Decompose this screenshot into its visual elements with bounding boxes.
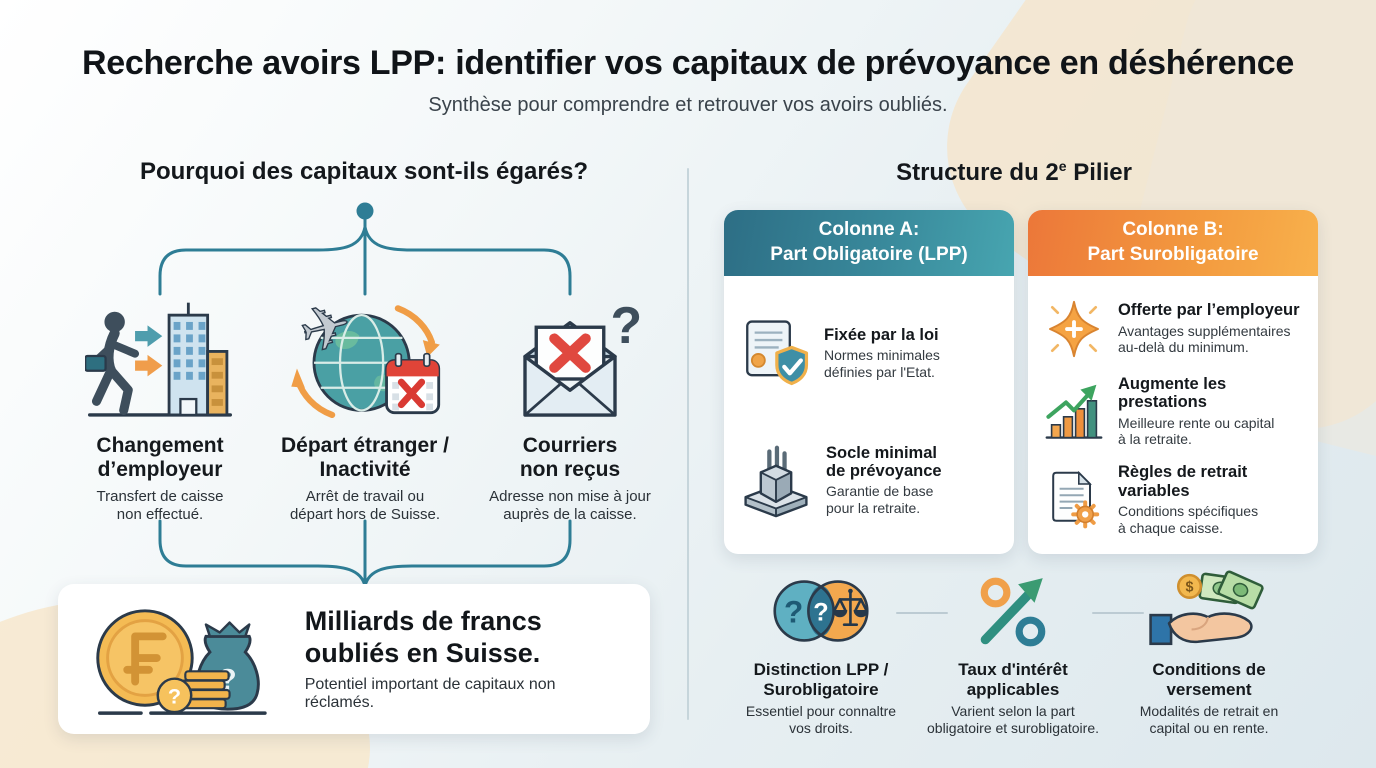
item-title: Fixée par la loi (824, 325, 939, 344)
cause-title: Changement d’employeur (96, 434, 224, 481)
result-desc: Potentiel important de capitaux non récl… (304, 675, 556, 711)
document-gear-icon (1052, 470, 1100, 529)
causes-heading: Pourquoi des capitaux sont-ils égarés? (139, 158, 589, 185)
franc-coins-moneybag-icon: ? ? (96, 609, 267, 715)
result-card: ? ? Milliards de francs oubliés en Suiss… (58, 584, 650, 734)
column-a-item-loi: Fixée par la loi Normes minimales défini… (738, 316, 1000, 390)
superscript-e: e (1058, 158, 1067, 174)
item-desc: Conditions spécifiques à chaque caisse. (1118, 503, 1259, 536)
cause-item-changement-employeur: Changement d’employeur Transfert de cais… (58, 292, 262, 524)
column-a-body: Fixée par la loi Normes minimales défini… (724, 276, 1014, 554)
column-a-item-socle: Socle minimal de prévoyance Garantie de … (738, 442, 1000, 518)
footnote-title: Conditions de versement (1152, 660, 1266, 699)
column-b-item-employeur: Offerte par l’employeur Avantages supplé… (1042, 298, 1304, 360)
footnote-taux: Taux d'intérêt applicables Varient selon… (908, 568, 1118, 737)
footnote-title: Taux d'intérêt applicables (958, 660, 1068, 699)
sparkle-plus-icon (1049, 300, 1099, 357)
page-title: Recherche avoirs LPP: identifier vos cap… (81, 44, 1295, 82)
column-b-item-retrait: Règles de retrait variables Conditions s… (1042, 463, 1304, 536)
percent-arrow-icon (980, 577, 1046, 647)
section-divider (687, 168, 689, 720)
cause-desc: Adresse non mise à jour auprès de la cai… (489, 487, 651, 524)
footnote-versement: $ Conditions de versement Modalités de r… (1104, 568, 1314, 737)
item-desc: Meilleure rente ou capital à la retraite… (1118, 414, 1275, 448)
cause-title: Courriers non reçus (519, 434, 621, 481)
column-a-card: Colonne A: Part Obligatoire (LPP) (724, 210, 1014, 554)
scroll-shield-icon (746, 320, 809, 386)
item-title: Socle minimal de prévoyance (826, 443, 942, 480)
cause-item-depart-etranger: ✈ (263, 292, 467, 524)
item-desc: Garantie de base pour la retraite. (826, 483, 934, 516)
flow-split-connector (158, 202, 572, 296)
svg-text:$: $ (1186, 580, 1194, 596)
worker-building-icon (85, 302, 233, 417)
footnote-desc: Modalités de retrait en capital ou en re… (1139, 703, 1279, 736)
globe-plane-calendar-icon: ✈ (291, 297, 441, 419)
cause-title: Départ étranger / Inactivité (280, 434, 450, 481)
item-title: Règles de retrait variables (1118, 463, 1248, 500)
result-text: Milliards de francs oubliés en Suisse. P… (305, 606, 624, 711)
svg-text:?: ? (784, 594, 803, 630)
structure-heading: Structure du 2e Pilier (896, 158, 1132, 186)
item-desc: Avantages supplémentaires au-delà du min… (1118, 322, 1291, 356)
result-title: Milliards de francs oubliés en Suisse. (304, 606, 542, 668)
svg-text:?: ? (610, 298, 642, 354)
svg-text:?: ? (168, 683, 181, 708)
column-b-item-prestations: Augmente les prestations Meilleure rente… (1042, 375, 1304, 448)
section-structure: Structure du 2e Pilier Colonne A: Part O… (706, 152, 1322, 746)
hand-cash-icon: $ (1149, 570, 1264, 646)
column-a-header: Colonne A: Part Obligatoire (LPP) (724, 210, 1014, 276)
section-causes: Pourquoi des capitaux sont-ils égarés? (58, 152, 670, 746)
item-title: Augmente les prestations (1118, 375, 1227, 412)
footnote-connector-2 (1092, 612, 1144, 614)
footnote-title: Distinction LPP / Surobligatoire (753, 660, 889, 699)
venn-question-scales-icon: ? ? (773, 580, 869, 642)
footnote-connector-1 (896, 612, 948, 614)
column-b-body: Offerte par l’employeur Avantages supplé… (1028, 276, 1318, 554)
column-b-card: Colonne B: Part Surobligatoire Offerte p… (1028, 210, 1318, 554)
footnote-distinction: ? ? Distinction LPP / Surobligatoire Ess… (718, 568, 924, 737)
item-desc: Normes minimales définies par l'Etat. (824, 347, 940, 380)
foundation-icon (744, 445, 808, 518)
cause-desc: Transfert de caisse non effectué. (96, 487, 224, 524)
cause-item-courriers: ? Courriers non reçus Adresse non mise à… (468, 292, 672, 524)
growth-chart-icon (1045, 384, 1103, 439)
footnote-desc: Varient selon la part obligatoire et sur… (927, 703, 1099, 736)
svg-text:?: ? (813, 598, 828, 626)
column-b-header: Colonne B: Part Surobligatoire (1028, 210, 1318, 276)
cause-desc: Arrêt de travail ou départ hors de Suiss… (289, 487, 441, 524)
flow-origin-dot (356, 202, 374, 220)
page-subtitle: Synthèse pour comprendre et retrouver vo… (428, 94, 948, 116)
svg-text:✈: ✈ (293, 297, 359, 368)
item-title: Offerte par l’employeur (1118, 301, 1300, 320)
footnote-desc: Essentiel pour connaltre vos droits. (745, 703, 897, 736)
envelope-cross-icon: ? (523, 298, 642, 417)
